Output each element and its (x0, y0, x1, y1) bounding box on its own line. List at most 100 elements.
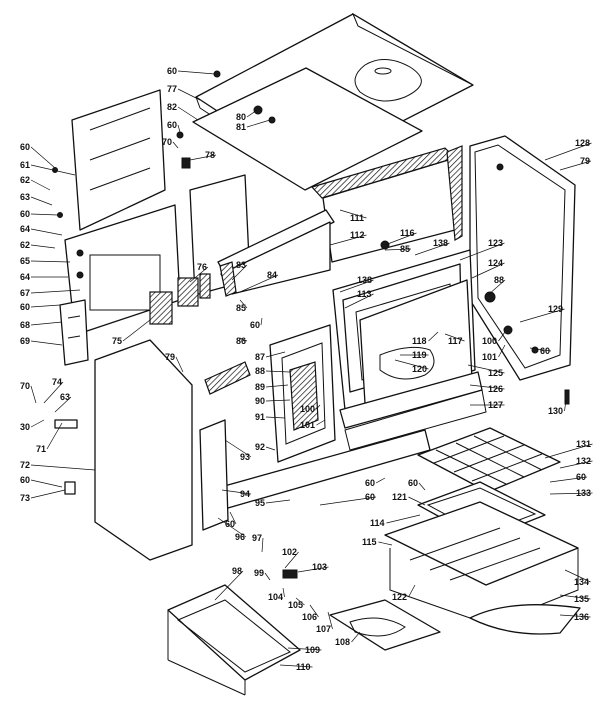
parts-group (52, 12, 581, 696)
callout-leader-line (469, 384, 505, 390)
callout-labels: 6077826080817078606162636064626564676068… (20, 66, 593, 672)
callout-leader-line (316, 404, 321, 410)
callout-leader-line (265, 370, 291, 373)
callout-label-132: 132 (576, 456, 591, 466)
callout-leader-line (231, 264, 248, 281)
callout-leader-line (287, 647, 322, 651)
oven-door-part (269, 324, 336, 463)
callout-label-62: 62 (20, 240, 30, 250)
callout-label-93: 93 (240, 452, 250, 462)
callout-label-104: 104 (268, 592, 283, 602)
callout-label-122: 122 (392, 592, 407, 602)
callout-leader-line (30, 304, 61, 308)
callout-leader-line (344, 293, 374, 309)
callout-label-60: 60 (167, 66, 177, 76)
callout-label-63: 63 (60, 392, 70, 402)
callout-leader-line (46, 422, 63, 450)
callout-leader-line (30, 489, 66, 499)
callout-leader-line (30, 479, 63, 488)
callout-leader-line (177, 124, 181, 133)
callout-leader-line (559, 160, 592, 171)
callout-label-74: 74 (52, 377, 62, 387)
callout-leader-line (54, 396, 72, 413)
callout-leader-line (282, 587, 285, 598)
callout-label-68: 68 (20, 320, 30, 330)
callout-leader-line (351, 631, 361, 643)
callout-label-60: 60 (20, 302, 30, 312)
callout-leader-line (30, 260, 71, 263)
callout-leader-line (175, 356, 184, 373)
callout-leader-line (30, 385, 37, 404)
callout-leader-line (189, 266, 209, 283)
callout-leader-line (30, 244, 56, 249)
left-side-panel-part (71, 89, 166, 231)
callout-leader-line (177, 106, 199, 121)
callout-leader-line (498, 331, 506, 342)
callout-label-90: 90 (255, 396, 265, 406)
callout-leader-line (471, 262, 505, 279)
callout-label-60: 60 (250, 320, 260, 330)
callout-leader-line (217, 517, 247, 538)
callout-label-67: 67 (20, 288, 30, 298)
callout-label-100: 100 (482, 336, 497, 346)
callout-label-99: 99 (254, 568, 264, 578)
callout-label-127: 127 (488, 400, 503, 410)
callout-label-100: 100 (300, 404, 315, 414)
callout-leader-line (30, 179, 51, 191)
callout-label-111: 111 (350, 213, 364, 223)
callout-label-64: 64 (20, 224, 30, 234)
callout-label-92: 92 (255, 442, 265, 452)
callout-leader-line (122, 319, 151, 342)
door-frame-part (217, 209, 335, 297)
callout-leader-line (177, 70, 216, 75)
callout-leader-line (316, 419, 326, 426)
callout-label-70: 70 (162, 137, 172, 147)
callout-leader-line (264, 572, 271, 581)
callout-leader-line (221, 489, 252, 495)
callout-leader-line (30, 164, 76, 176)
callout-label-97: 97 (252, 533, 262, 543)
callout-leader-line (375, 477, 386, 484)
callout-leader-line (239, 337, 248, 342)
callout-leader-line (246, 119, 271, 128)
callout-leader-line (309, 604, 319, 618)
callout-label-88: 88 (255, 366, 265, 376)
callout-label-98: 98 (232, 566, 242, 576)
callout-label-85: 85 (400, 244, 410, 254)
callout-label-138: 138 (433, 238, 448, 248)
callout-leader-line (549, 492, 593, 495)
callout-label-89: 89 (255, 382, 265, 392)
callout-label-60: 60 (365, 478, 375, 488)
callout-label-79: 79 (580, 156, 590, 166)
front-frame-part (199, 361, 251, 531)
callout-label-123: 123 (488, 238, 503, 248)
callout-leader-line (265, 384, 289, 388)
callout-leader-line (327, 611, 333, 630)
callout-label-60: 60 (20, 475, 30, 485)
callout-label-60: 60 (20, 142, 30, 152)
callout-leader-line (444, 333, 465, 342)
callout-leader-line (549, 476, 588, 483)
callout-label-129: 129 (548, 304, 563, 314)
callout-label-113: 113 (357, 289, 372, 299)
callout-label-81: 81 (236, 122, 246, 132)
callout-label-96: 96 (235, 532, 245, 542)
callout-leader-line (487, 279, 506, 296)
callout-leader-line (428, 331, 439, 342)
callout-label-84: 84 (267, 270, 277, 280)
callout-leader-line (339, 209, 367, 219)
callout-leader-line (265, 446, 276, 451)
callout-label-131: 131 (576, 439, 591, 449)
callout-label-107: 107 (316, 624, 331, 634)
callout-label-120: 120 (412, 364, 427, 374)
callout-leader-line (30, 196, 53, 206)
callout-leader-line (559, 614, 591, 618)
hardware-fasteners-part (52, 70, 570, 579)
callout-leader-line (564, 399, 567, 412)
callout-leader-line (564, 569, 591, 583)
callout-label-110: 110 (296, 662, 311, 672)
callout-leader-line (414, 242, 450, 256)
callout-leader-line (559, 594, 591, 600)
callout-leader-line (319, 496, 377, 506)
callout-label-60: 60 (20, 209, 30, 219)
